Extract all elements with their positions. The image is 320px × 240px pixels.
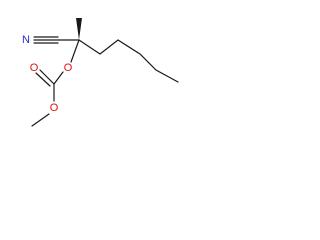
methyl-wedge-bond [76, 18, 82, 40]
molecule-structure: N O O O [22, 18, 179, 127]
carbonyl-double-bond [35, 69, 55, 87]
molecule-canvas: N O O O [0, 0, 182, 140]
ester-oxygen-to-carbonyl-carbon-bond [53, 71, 64, 85]
methoxy-oxygen-atom-label: O [50, 102, 59, 114]
carbonyl-oxygen-atom-label: O [30, 62, 39, 74]
methoxy-methyl-bond [31, 113, 50, 127]
nitrogen-atom-label: N [22, 34, 30, 46]
pentyl-chain [78, 39, 179, 83]
nitrile-triple-bond [33, 36, 59, 44]
ester-oxygen-atom-label: O [64, 62, 73, 74]
center-to-ester-oxygen-bond [70, 39, 80, 63]
